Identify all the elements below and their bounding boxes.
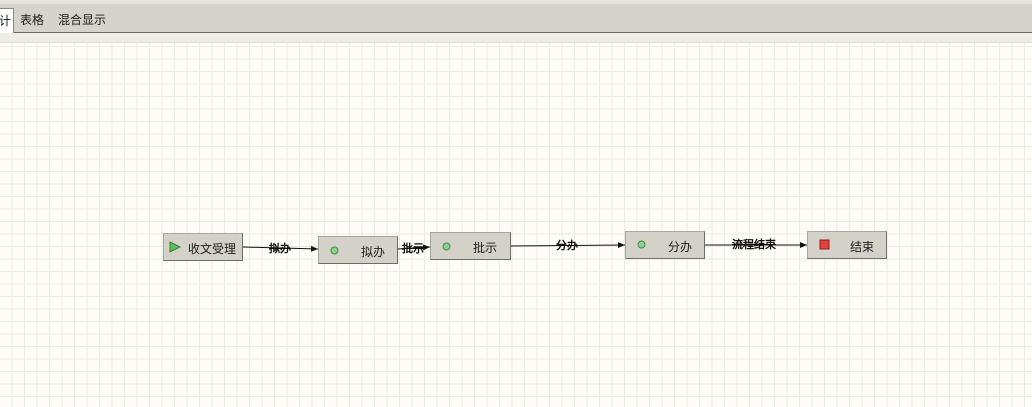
transition-label[interactable]: 分办 bbox=[556, 239, 578, 252]
transition-label[interactable]: 拟办 bbox=[269, 242, 291, 255]
workflow-node-task[interactable]: 拟办 bbox=[318, 236, 398, 264]
toolbar-strip bbox=[0, 33, 1032, 43]
node-label: 批示 bbox=[473, 241, 498, 255]
tab-mixed-display-label: 混合显示 bbox=[58, 13, 107, 27]
end-square-icon bbox=[819, 239, 830, 250]
workflow-canvas[interactable] bbox=[0, 43, 1032, 407]
task-dot-icon bbox=[330, 246, 339, 255]
node-label: 拟办 bbox=[361, 245, 386, 259]
node-label: 分办 bbox=[668, 240, 693, 254]
start-triangle-icon bbox=[169, 241, 181, 253]
node-label: 结束 bbox=[850, 240, 875, 254]
workflow-node-task[interactable]: 分办 bbox=[625, 231, 705, 259]
tab-mixed-display[interactable]: 混合显示 bbox=[58, 8, 106, 32]
view-tab-bar: 计 表格 混合显示 bbox=[0, 4, 1032, 33]
workflow-node-start[interactable]: 收文受理 bbox=[163, 233, 243, 261]
task-dot-icon bbox=[442, 242, 451, 251]
transition-label[interactable]: 批示 bbox=[402, 242, 424, 255]
window-top-strip bbox=[0, 0, 1032, 4]
task-dot-icon bbox=[637, 240, 646, 249]
tab-table-label: 表格 bbox=[20, 13, 45, 27]
workflow-node-end[interactable]: 结束 bbox=[807, 231, 887, 259]
node-label: 收文受理 bbox=[188, 242, 237, 256]
tab-design-label: 计 bbox=[0, 14, 11, 28]
transition-label[interactable]: 流程结束 bbox=[732, 238, 776, 251]
workflow-node-task[interactable]: 批示 bbox=[430, 232, 511, 260]
tab-design[interactable]: 计 bbox=[0, 8, 14, 33]
tab-table[interactable]: 表格 bbox=[20, 8, 44, 32]
